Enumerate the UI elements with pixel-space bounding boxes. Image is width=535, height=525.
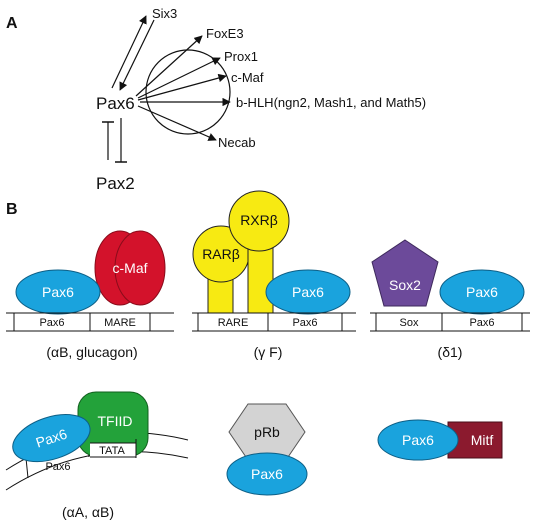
site-sox: Sox xyxy=(400,317,419,329)
rxr-label: RXRβ xyxy=(240,212,278,228)
rxr-protein xyxy=(228,190,290,252)
arrow-to-cmaf xyxy=(137,73,227,101)
necab-label: Necab xyxy=(218,135,256,150)
arrow-to-prox1 xyxy=(137,57,221,99)
panel-b-label: B xyxy=(6,201,18,218)
foxe3-label: FoxE3 xyxy=(206,26,244,41)
site-pax6: Pax6 xyxy=(292,317,317,329)
bhlh-label: b-HLH(ngn2, Mash1, and Math5) xyxy=(236,95,426,110)
pax6-protein xyxy=(226,452,308,496)
site-mare: MARE xyxy=(104,317,136,329)
panel-a: A Pax6 Pax2 Six3 FoxE3 Prox1 c-Maf b-HLH… xyxy=(6,6,426,193)
mitf-label: Mitf xyxy=(471,432,494,448)
caption-complex3: (δ1) xyxy=(438,344,463,360)
caption-complex1: (αB, glucagon) xyxy=(46,344,137,360)
panel-a-label: A xyxy=(6,15,18,32)
sox2-label: Sox2 xyxy=(389,277,421,293)
complex-pax6-mitf: Mitf Pax6 xyxy=(377,419,503,461)
pax6-protein-label: Pax6 xyxy=(292,284,324,300)
prb-label: pRb xyxy=(254,424,280,440)
cmaf-protein-label: c-Maf xyxy=(113,260,148,276)
arrow-pax6-to-six3 xyxy=(111,15,147,89)
cmaf-label: c-Maf xyxy=(231,70,264,85)
sox2-protein xyxy=(371,239,439,307)
pax6-protein xyxy=(15,269,101,315)
complex-pax6-tfiid: TFIID Pax6 Pax6 TATA (αA, αB) xyxy=(5,391,189,520)
site-pax6: Pax6 xyxy=(45,461,70,473)
pax6-protein xyxy=(439,269,525,315)
autoregulation-loop xyxy=(145,49,231,135)
site-tata: TATA xyxy=(99,445,125,457)
arrow-to-necab xyxy=(137,105,217,141)
complex-rar-rxr-pax6: RARβ RXRβ Pax6 RARE Pax6 (γ F) xyxy=(192,190,356,360)
complex-pax6-cmaf: c-Maf Pax6 Pax6 MARE (αB, glucagon) xyxy=(6,230,174,360)
prox1-label: Prox1 xyxy=(224,49,258,64)
site-rare: RARE xyxy=(218,317,249,329)
pax6-protein xyxy=(12,414,91,463)
site-pax6: Pax6 xyxy=(469,317,494,329)
pax6-hub-label: Pax6 xyxy=(96,94,135,113)
site-pax6: Pax6 xyxy=(39,317,64,329)
caption-complex2: (γ F) xyxy=(254,344,283,360)
six3-label: Six3 xyxy=(152,6,177,21)
arrow-six3-to-pax6 xyxy=(119,19,155,91)
tfiid-label: TFIID xyxy=(98,413,133,429)
pax6-protein xyxy=(265,269,351,315)
pax6-protein-label: Pax6 xyxy=(466,284,498,300)
arrow-to-foxe3 xyxy=(135,35,203,97)
pax6-protein-label: Pax6 xyxy=(42,284,74,300)
panel-b: B c-Maf Pax6 Pax6 MARE (αB, glucagon) RA… xyxy=(5,190,530,520)
caption-complex4: (αA, αB) xyxy=(62,504,114,520)
pax6-protein xyxy=(377,419,459,461)
pax2-label: Pax2 xyxy=(96,174,135,193)
pax6-protein-label: Pax6 xyxy=(402,432,434,448)
complex-sox2-pax6: Sox2 Pax6 Sox Pax6 (δ1) xyxy=(370,239,530,360)
rar-label: RARβ xyxy=(202,246,240,262)
pax6-protein-label: Pax6 xyxy=(251,466,283,482)
complex-prb-pax6: pRb Pax6 xyxy=(226,403,308,496)
